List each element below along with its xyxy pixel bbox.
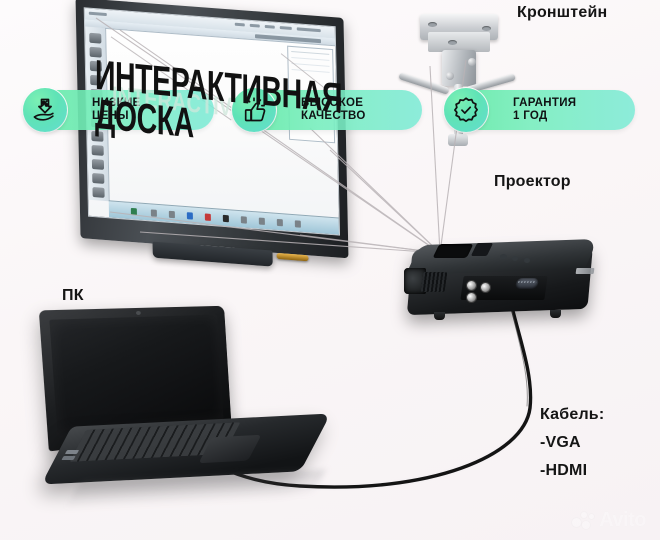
projector-exhaust-grille — [420, 272, 448, 292]
projector — [400, 228, 610, 340]
pill-line1: ГАРАНТИЯ — [513, 97, 577, 109]
feature-pill-bar: НИЗКИЕ ЦЕНЫ ВЫСОКОЕ КАЧЕСТВО — [0, 82, 660, 144]
guarantee-seal-icon — [444, 88, 488, 132]
palette-tool — [92, 172, 105, 184]
avito-logo-icon — [572, 511, 595, 530]
projector-lens — [404, 268, 426, 294]
pill-text: ГАРАНТИЯ 1 ГОД — [513, 97, 576, 123]
bracket-screw-hole — [428, 22, 437, 27]
avito-watermark: Avito — [572, 509, 646, 532]
laptop-screen — [49, 314, 224, 438]
status-indicator — [294, 220, 301, 228]
webcam-icon — [135, 310, 141, 316]
pill-line2: 1 ГОД — [513, 110, 548, 122]
marker-pen — [276, 252, 309, 262]
status-indicator — [186, 212, 193, 220]
rca-port-red — [466, 292, 477, 303]
logo-dot — [572, 517, 582, 527]
label-projector: Проектор — [494, 173, 571, 190]
bracket-adjust-knob — [468, 58, 476, 66]
label-cable-title: Кабель: — [540, 406, 605, 423]
bracket-screw-hole — [448, 40, 457, 45]
logo-dot — [581, 511, 588, 518]
rca-port-yellow — [480, 282, 491, 293]
palette-tool — [92, 187, 105, 198]
bracket-hinge-body — [442, 50, 476, 86]
status-indicator — [204, 213, 211, 221]
palette-tool — [91, 144, 104, 156]
label-pc: ПК — [62, 287, 84, 304]
label-cable-hdmi: -HDMI — [540, 462, 588, 479]
feature-pill-high-quality[interactable]: ВЫСОКОЕ КАЧЕСТВО — [231, 87, 422, 133]
status-indicator — [258, 217, 265, 226]
projector-source-button[interactable] — [524, 258, 530, 263]
projector-menu-button[interactable] — [512, 256, 518, 261]
vga-port — [514, 278, 540, 289]
status-indicator — [240, 216, 247, 224]
label-cable-vga: -VGA — [540, 434, 581, 451]
projector-brand-plate — [575, 268, 595, 274]
avito-wordmark: Avito — [599, 509, 646, 531]
projector-foot — [550, 310, 561, 318]
palette-tool — [89, 32, 102, 44]
projector-top-vent — [432, 244, 474, 258]
bracket-adjust-knob — [446, 72, 454, 80]
palette-tool — [91, 158, 105, 170]
status-indicator — [222, 214, 229, 223]
projector-foot — [434, 312, 445, 320]
discount-hand-icon — [23, 88, 67, 132]
projector-power-button[interactable] — [500, 254, 507, 259]
laptop-pc — [36, 305, 331, 509]
bracket-screw-hole — [482, 26, 491, 31]
status-indicator — [168, 210, 175, 219]
status-indicator — [130, 207, 137, 216]
feature-pill-low-prices[interactable]: НИЗКИЕ ЦЕНЫ — [22, 87, 214, 133]
feature-pill-warranty[interactable]: ГАРАНТИЯ 1 ГОД — [443, 87, 635, 133]
status-indicator — [150, 209, 157, 217]
rca-port-white — [466, 280, 477, 291]
bracket-sub-plate — [428, 32, 490, 52]
logo-dot — [589, 513, 595, 519]
laptop-usb-ports — [64, 450, 80, 454]
pen-tray — [152, 241, 273, 267]
status-indicator — [276, 218, 283, 227]
logo-dot — [582, 520, 591, 529]
menubar-item — [234, 22, 245, 27]
label-bracket: Кронштейн — [517, 4, 608, 21]
menubar-item — [249, 23, 260, 28]
